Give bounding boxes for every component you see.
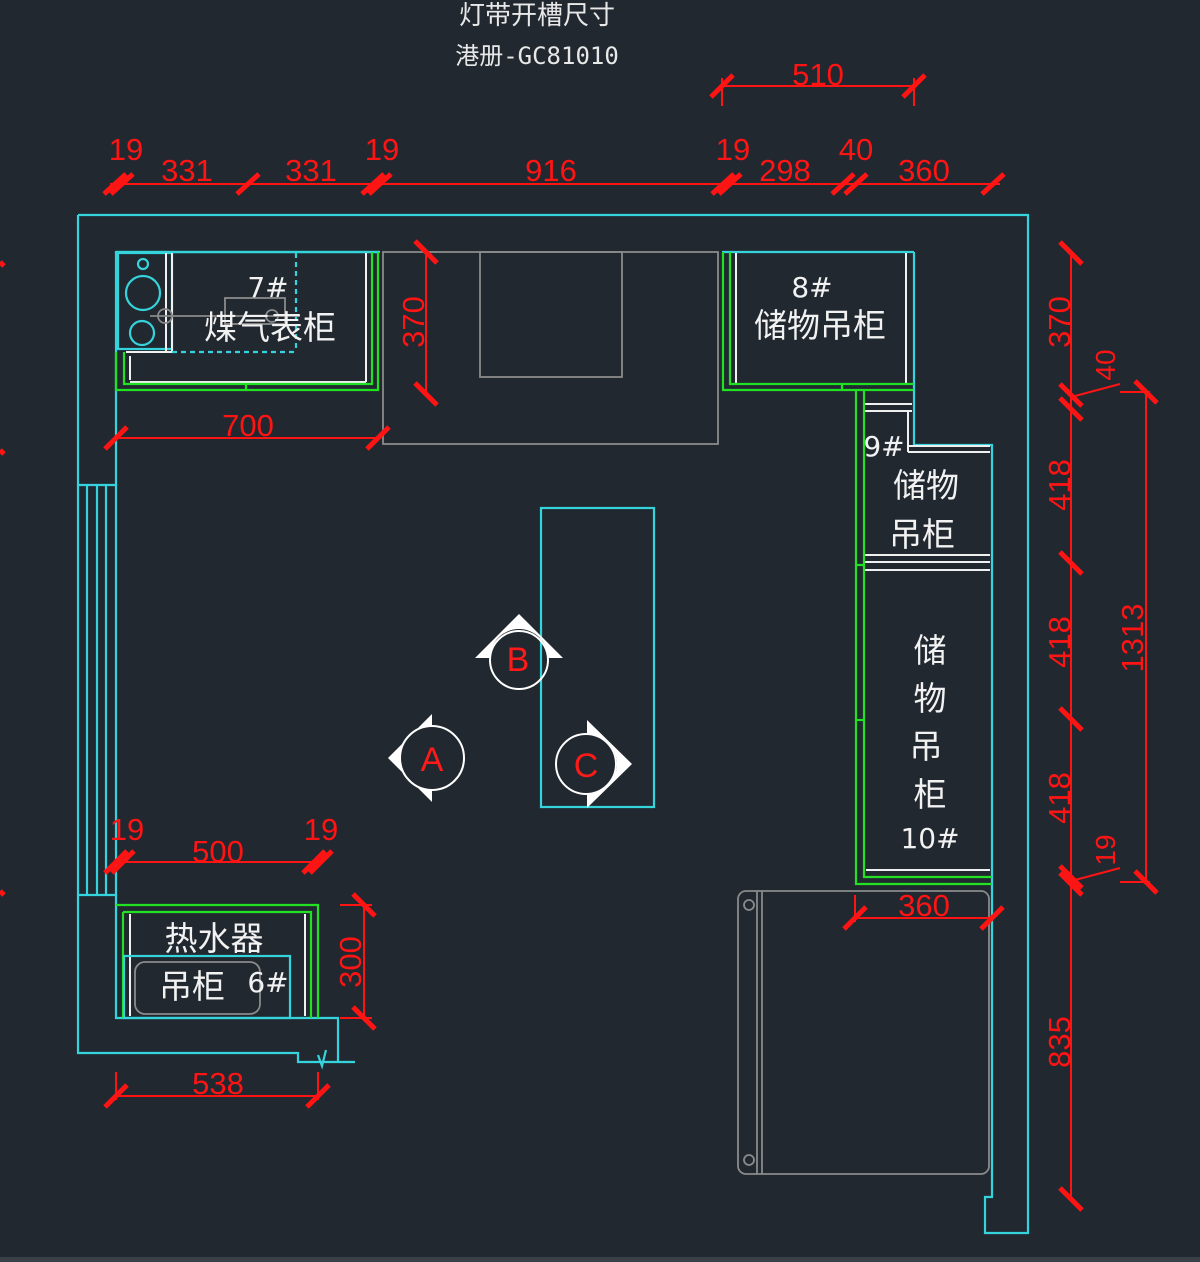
dim-top-8: 360	[898, 153, 950, 188]
dim-top-6: 298	[759, 153, 811, 188]
dim-right-bottom-width: 360	[898, 888, 950, 923]
bottom-scrollbar[interactable]	[0, 1257, 1200, 1262]
cabinet-6-water-heater: 热水器 吊柜 6#	[116, 903, 320, 1020]
view-marker-c-label: C	[574, 747, 599, 785]
cabinet-10-char-4: 柜	[914, 775, 947, 814]
cabinet-9-id: 9#	[863, 430, 904, 463]
dim-heater-1: 500	[192, 834, 244, 869]
dim-top-upper: 510	[792, 57, 844, 92]
dim-heater-bottom: 538	[192, 1066, 244, 1101]
view-marker-b: B	[475, 614, 563, 690]
dim-right-6: 835	[1042, 1016, 1077, 1068]
dim-right-5: 19	[1090, 834, 1121, 865]
cabinet-10-id: 10#	[900, 822, 959, 855]
dim-top-2: 331	[285, 153, 337, 188]
view-marker-b-label: B	[507, 641, 530, 679]
dim-ticks-top	[102, 172, 1006, 196]
cabinet-8-storage: 8# 储物吊柜	[721, 250, 916, 392]
dimensions: 19 331 331 19 916 19 298 40 360 510 700 …	[0, 57, 1159, 1212]
cabinet-9-storage: 9# 储物 吊柜	[863, 390, 994, 880]
cabinet-10-storage: 储 物 吊 柜 10#	[854, 390, 992, 886]
cabinet-7-name: 煤气表柜	[204, 308, 336, 347]
dim-right-0: 370	[1042, 296, 1077, 348]
cabinet-7-id: 7#	[247, 271, 288, 304]
cabinet-6-name-line1: 热水器	[165, 919, 264, 958]
cabinet-6-name-line2: 吊柜	[159, 967, 225, 1006]
cabinet-7-gas-meter: 7# 煤气表柜	[114, 250, 380, 392]
dim-top-7: 40	[839, 132, 873, 167]
cabinet-8-id: 8#	[791, 271, 832, 304]
dim-top-4: 916	[525, 153, 577, 188]
window-left	[78, 483, 116, 897]
dim-heater-2: 19	[304, 812, 338, 847]
cabinet-10-char-3: 吊	[910, 727, 943, 766]
break-symbol	[316, 1049, 328, 1070]
dim-gas-meter-width: 700	[222, 408, 274, 443]
cabinet-6-id: 6#	[247, 966, 288, 999]
island-counter	[539, 506, 656, 809]
dim-heater-height: 300	[333, 936, 368, 988]
view-marker-a-label: A	[421, 741, 444, 779]
dim-top-3: 19	[365, 132, 399, 167]
cabinet-9-name-line2: 吊柜	[889, 515, 955, 554]
dim-right-total: 1313	[1115, 604, 1150, 673]
dim-right-2: 418	[1042, 459, 1077, 511]
view-marker-c: C	[555, 720, 632, 808]
dim-top-5: 19	[716, 132, 750, 167]
dim-hood-depth: 370	[396, 296, 431, 348]
dim-right-3: 418	[1042, 616, 1077, 668]
drawing-subtitle: 港册-GC81010	[455, 42, 619, 70]
refrigerator	[737, 890, 990, 1175]
range-hood	[382, 251, 719, 445]
dim-heater-0: 19	[110, 812, 144, 847]
drawing-title: 灯带开槽尺寸	[459, 1, 615, 31]
view-marker-a: A	[388, 714, 465, 802]
cabinet-8-name: 储物吊柜	[754, 306, 886, 345]
cabinet-10-char-2: 物	[914, 679, 947, 718]
outer-wall	[76, 213, 1030, 1235]
cabinet-9-name-line1: 储物	[893, 466, 959, 505]
dim-top-1: 331	[161, 153, 213, 188]
dim-top-0: 19	[109, 132, 143, 167]
dim-right-4: 418	[1042, 772, 1077, 824]
dim-right-1: 40	[1090, 349, 1121, 380]
cabinet-10-char-1: 储	[914, 631, 947, 670]
